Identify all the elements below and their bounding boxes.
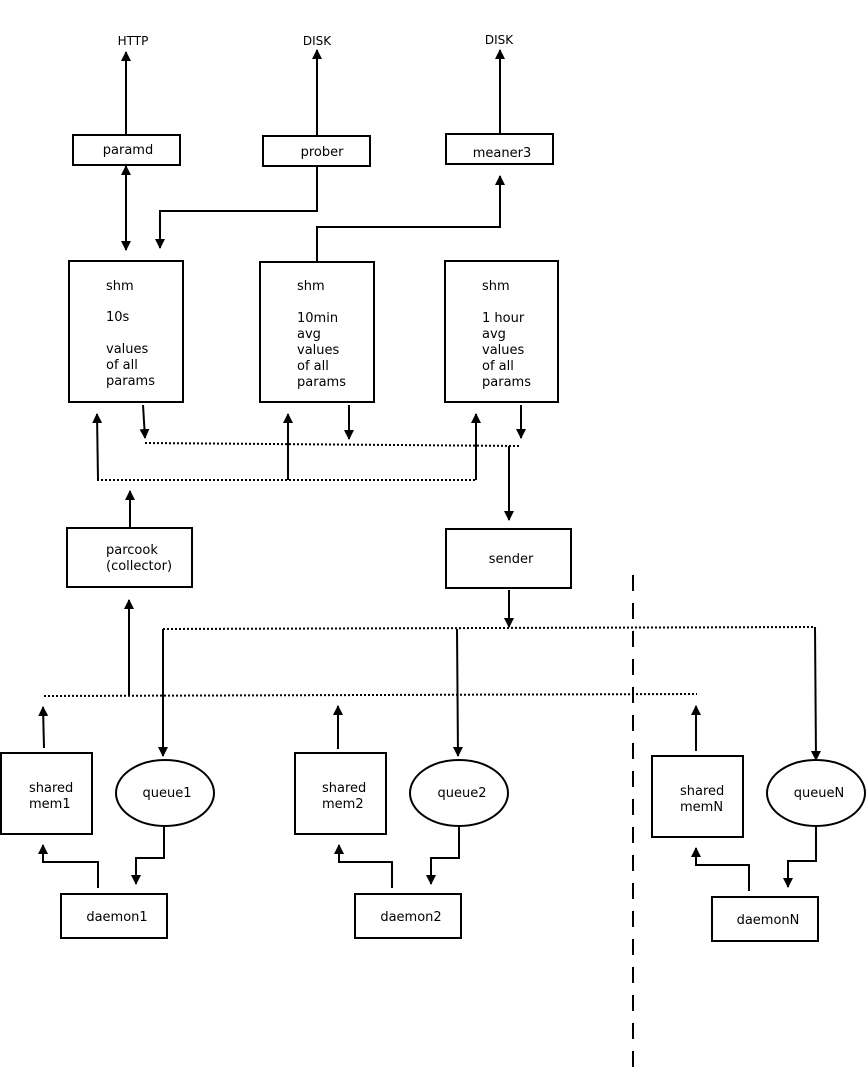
queue2-node: queue2 <box>409 759 509 827</box>
paramd-label: paramd <box>103 143 153 158</box>
queueN-daemonN-arrow <box>783 827 817 888</box>
shared-mem1-node: shared mem1 <box>0 752 93 835</box>
shared-mem2-node: shared mem2 <box>294 752 387 835</box>
prober-node: prober <box>262 135 371 167</box>
shm-1hour-label: shm 1 hour avg values of all params <box>482 279 531 390</box>
daemon2-mem2-arrow <box>334 844 393 888</box>
http-label: HTTP <box>118 34 149 48</box>
daemonN-node: daemonN <box>711 896 819 942</box>
daemonN-label: daemonN <box>737 913 800 928</box>
shared-mem-bus <box>43 693 698 697</box>
disk-label-meaner: DISK <box>485 33 514 47</box>
queue1-node: queue1 <box>115 759 215 827</box>
meaner3-label: meaner3 <box>473 146 531 161</box>
shm-output-bus <box>144 442 522 447</box>
shared-mem2-label: shared mem2 <box>322 781 370 812</box>
daemon2-node: daemon2 <box>354 893 462 939</box>
queue1-label: queue1 <box>143 786 192 801</box>
queue2-label: queue2 <box>438 786 487 801</box>
daemon1-mem1-arrow <box>38 844 99 888</box>
shared-mem1-label: shared mem1 <box>29 781 77 812</box>
shm-1hour-node: shm 1 hour avg values of all params <box>444 260 559 403</box>
sender-node: sender <box>445 528 572 589</box>
prober-shm-connector <box>155 167 318 249</box>
sender-label: sender <box>489 552 534 567</box>
queue2-daemon2-arrow <box>426 827 460 885</box>
mem1-bus-arrow <box>38 706 49 749</box>
shared-memN-label: shared memN <box>680 784 728 815</box>
shared-memN-node: shared memN <box>651 755 744 838</box>
queue1-daemon1-arrow <box>131 827 165 885</box>
shm-meaner-connector <box>316 175 505 261</box>
daemonN-memN-arrow <box>691 847 750 891</box>
shm-10min-label: shm 10min avg values of all params <box>297 279 346 390</box>
bus-queue2-arrow <box>452 628 463 757</box>
shm-10min-node: shm 10min avg values of all params <box>259 261 375 403</box>
queueN-label: queueN <box>794 786 844 801</box>
daemon1-node: daemon1 <box>60 893 168 939</box>
meaner3-node: meaner3 <box>445 133 554 165</box>
shm-10s-label: shm 10s values of all params <box>106 279 155 389</box>
daemon2-label: daemon2 <box>380 910 441 925</box>
bus-shm10s-arrow <box>92 413 103 481</box>
disk-label-prober: DISK <box>303 34 332 48</box>
shm-10s-node: shm 10s values of all params <box>68 260 184 403</box>
bus-queueN-arrow <box>810 626 821 761</box>
collector-label: parcook (collector) <box>106 543 172 574</box>
collector-node: parcook (collector) <box>66 527 193 588</box>
shm10s-out-arrow <box>139 404 150 439</box>
queue-bus <box>162 626 816 630</box>
queueN-node: queueN <box>766 759 866 827</box>
prober-label: prober <box>301 145 345 160</box>
daemon1-label: daemon1 <box>86 910 147 925</box>
paramd-node: paramd <box>72 134 181 166</box>
